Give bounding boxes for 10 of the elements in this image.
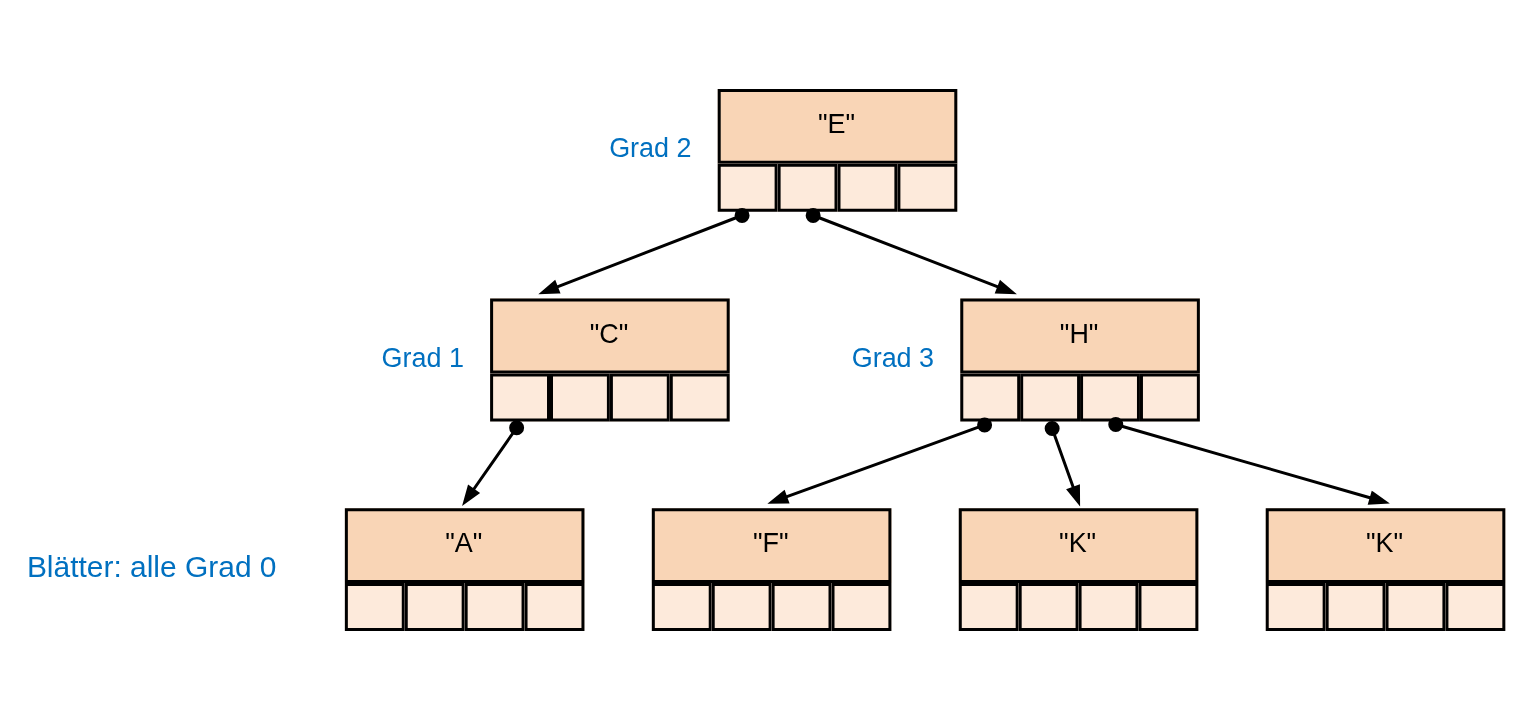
- arrow: [767, 417, 993, 504]
- arrow: [1044, 421, 1081, 507]
- node-label: Grad 1: [381, 342, 464, 373]
- node-label: Grad 3: [851, 342, 935, 373]
- arrow: [1108, 417, 1390, 505]
- label: Blätter: alle Grad 0: [26, 550, 277, 584]
- arrow: [462, 420, 525, 506]
- arrow: [805, 207, 1017, 295]
- node-label: Grad 2: [609, 132, 692, 163]
- arrow: [538, 207, 750, 295]
